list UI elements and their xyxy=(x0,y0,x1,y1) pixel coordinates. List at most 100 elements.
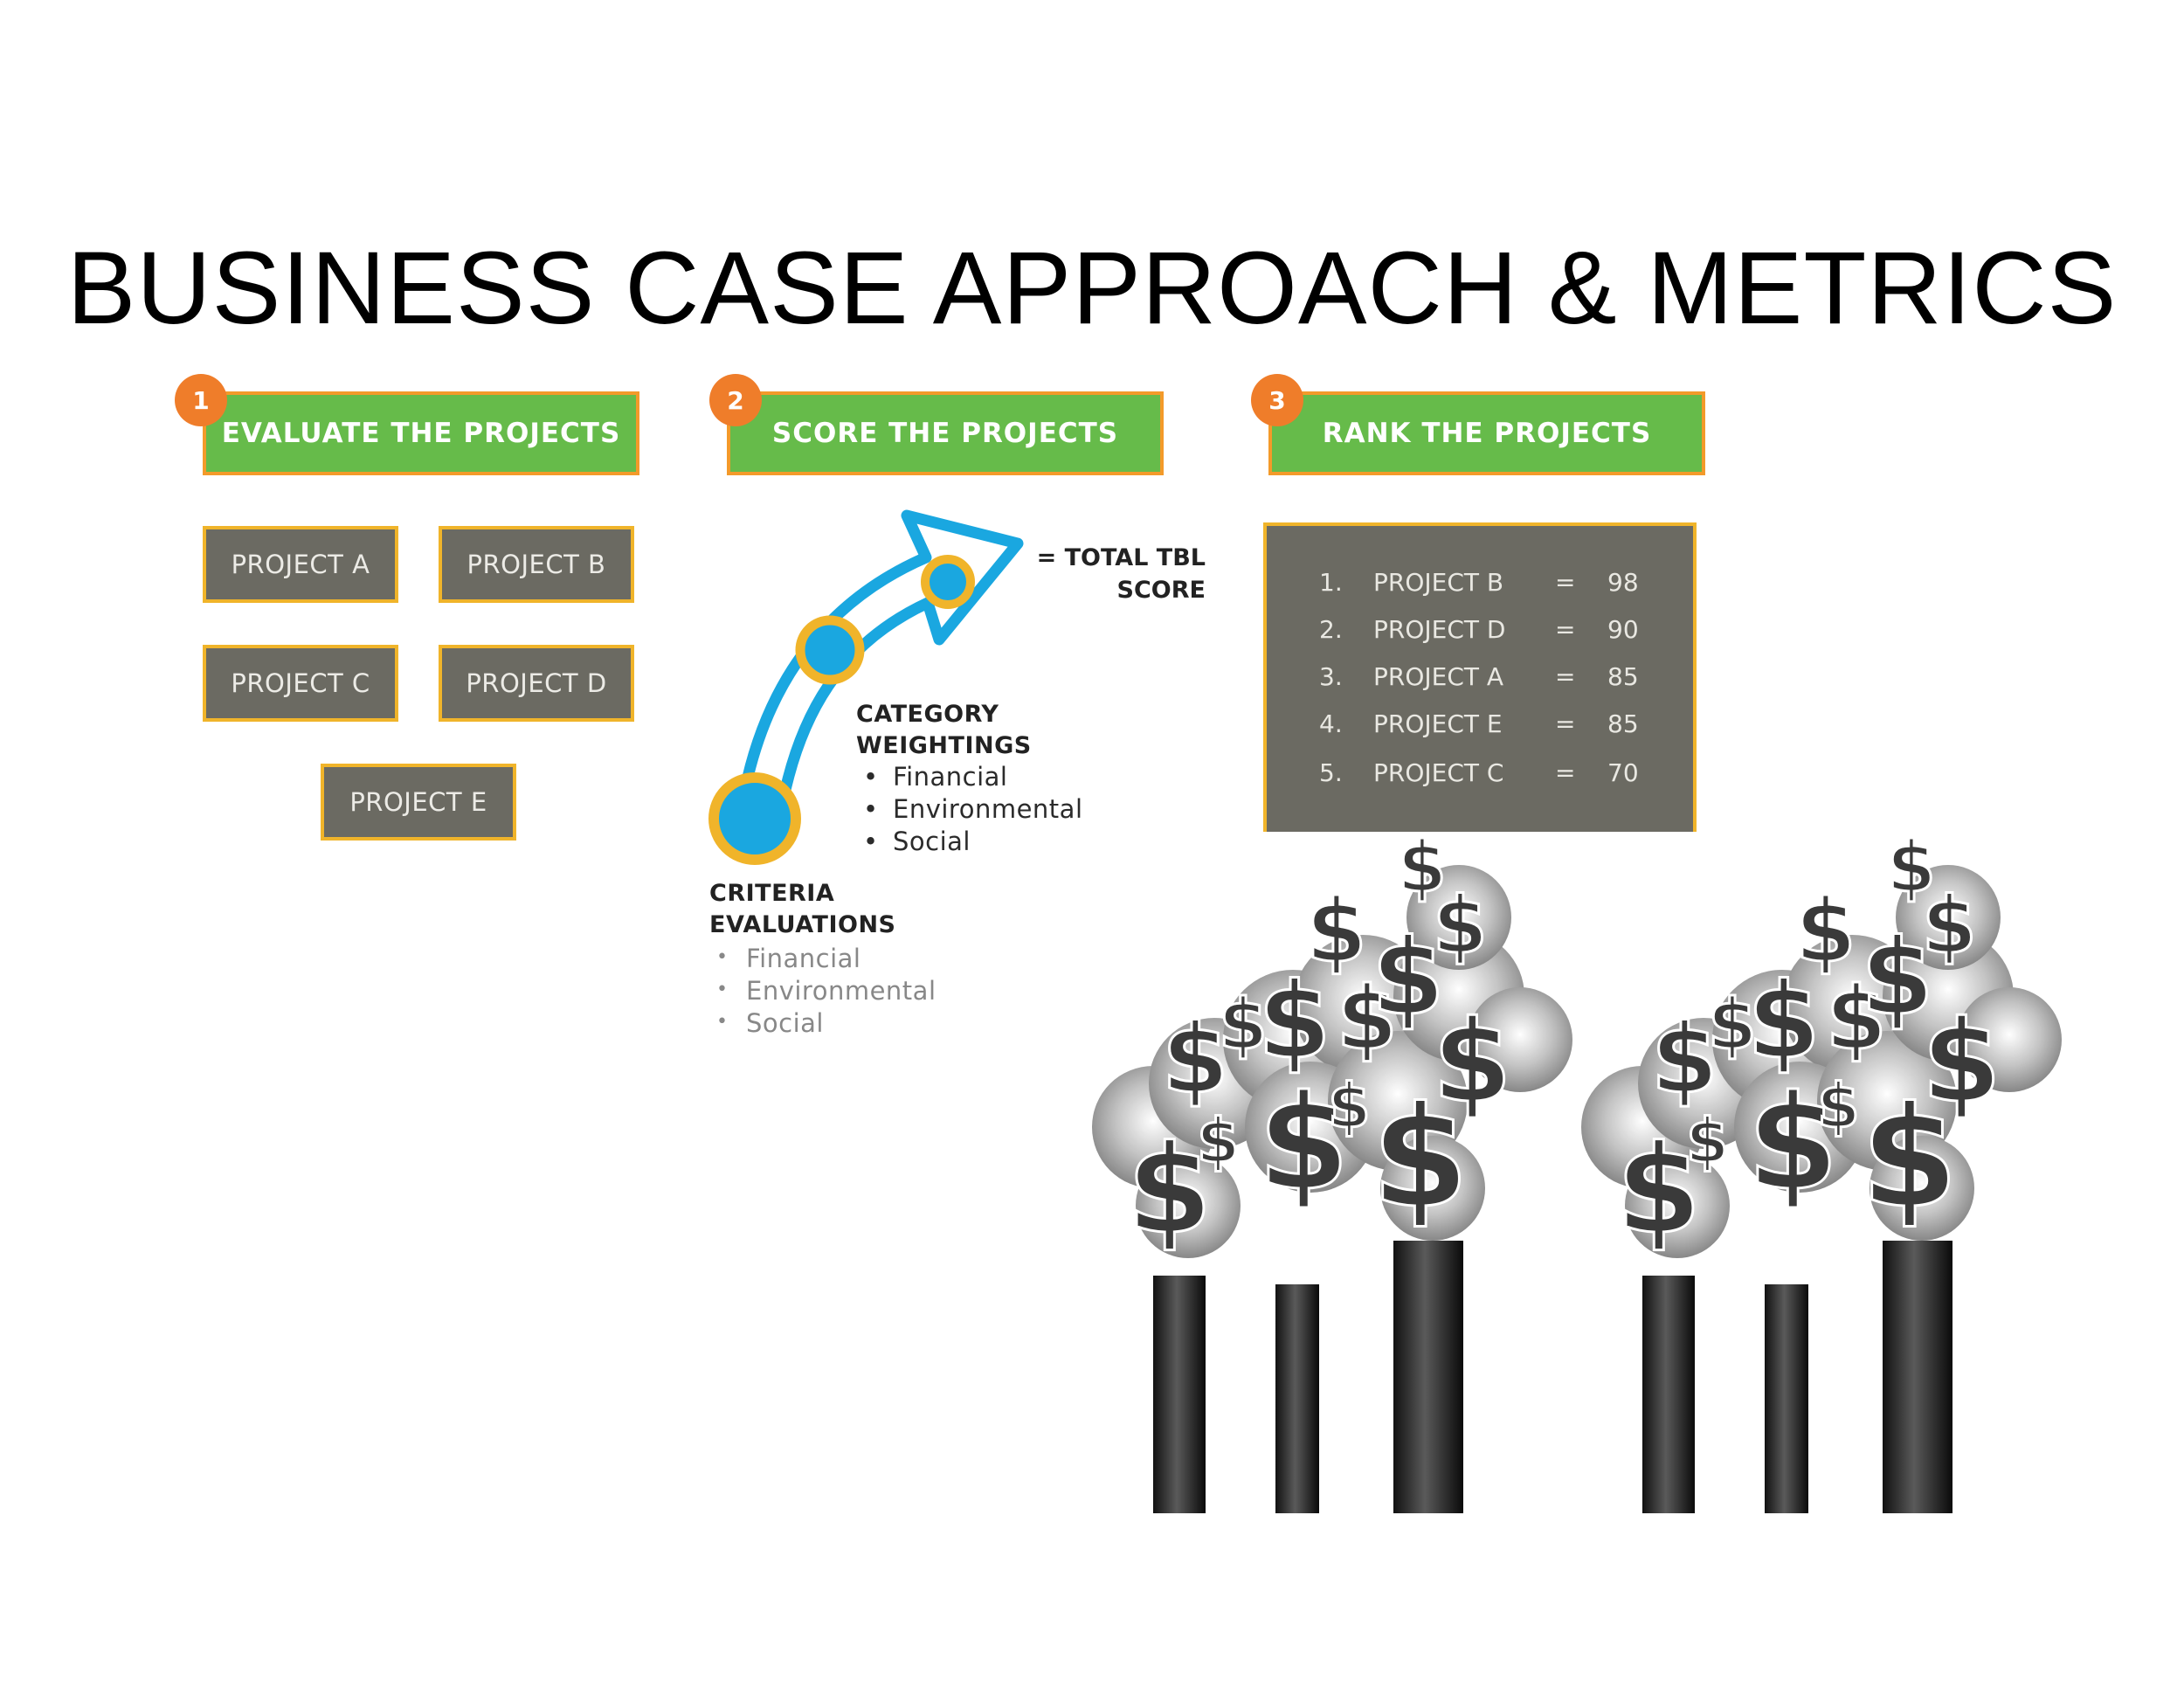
criteria-title-line2: EVALUATIONS xyxy=(709,911,896,938)
svg-text:$: $ xyxy=(1398,839,1447,908)
svg-text:$: $ xyxy=(1616,1119,1701,1262)
ranking-row: 4. PROJECT E = 85 xyxy=(1267,709,1693,755)
svg-text:$: $ xyxy=(1747,961,1821,1083)
slide-title: BUSINESS CASE APPROACH & METRICS xyxy=(66,231,2118,346)
rank-number: 5. xyxy=(1319,758,1343,787)
step-3-number: 3 xyxy=(1268,385,1286,415)
project-box-c: PROJECT C xyxy=(203,645,398,722)
rank-number: 4. xyxy=(1319,709,1343,738)
svg-text:$: $ xyxy=(1258,961,1331,1083)
svg-text:$: $ xyxy=(1861,917,1934,1039)
project-box-label: PROJECT A xyxy=(231,550,370,579)
step-score-header: SCORE THE PROJECTS xyxy=(727,391,1164,475)
svg-text:$: $ xyxy=(1197,1105,1240,1177)
list-item: Social xyxy=(856,827,1083,859)
ranking-panel: 1. PROJECT B = 98 2. PROJECT D = 90 3. P… xyxy=(1263,522,1697,832)
svg-text:$: $ xyxy=(1372,1076,1469,1239)
svg-text:$: $ xyxy=(1826,967,1887,1069)
smokestack xyxy=(1883,1241,1952,1513)
svg-text:$: $ xyxy=(1861,1076,1958,1239)
svg-text:$: $ xyxy=(1337,967,1398,1069)
svg-text:$: $ xyxy=(1817,1070,1860,1142)
project-box-a: PROJECT A xyxy=(203,526,398,603)
criteria-title-line1: CRITERIA xyxy=(709,880,835,907)
project-box-d: PROJECT D xyxy=(439,645,634,722)
rank-score: 70 xyxy=(1607,758,1639,787)
rank-score: 85 xyxy=(1607,709,1639,738)
ranking-row: 5. PROJECT C = 70 xyxy=(1267,758,1693,804)
project-box-label: PROJECT C xyxy=(231,668,370,698)
step-rank-label: RANK THE PROJECTS xyxy=(1322,418,1652,449)
rank-equals: = xyxy=(1555,615,1576,644)
step-rank-header: RANK THE PROJECTS xyxy=(1268,391,1705,475)
list-item: Financial xyxy=(856,762,1083,794)
smokestack xyxy=(1275,1284,1319,1513)
step-1-number: 1 xyxy=(192,385,210,415)
svg-text:$: $ xyxy=(1433,995,1511,1128)
dollar-signs: $$ $$ $$ $$ $$ $$ $$ xyxy=(1615,839,2002,1263)
step-3-badge: 3 xyxy=(1251,374,1303,426)
step-2-number: 2 xyxy=(727,385,744,415)
rank-equals: = xyxy=(1555,758,1576,787)
rank-project: PROJECT E xyxy=(1373,709,1503,738)
svg-text:$: $ xyxy=(1708,984,1757,1065)
step-evaluate-label: EVALUATE THE PROJECTS xyxy=(221,418,621,449)
project-box-label: PROJECT E xyxy=(349,787,487,817)
smoke-cloud xyxy=(1581,865,2062,1258)
weighting-node-icon xyxy=(795,615,865,685)
ranking-row: 2. PROJECT D = 90 xyxy=(1267,615,1693,661)
smokestack xyxy=(1153,1276,1206,1513)
svg-text:$: $ xyxy=(1922,880,1977,972)
category-weightings-title: CATEGORY WEIGHTINGS xyxy=(856,699,1032,762)
list-item: Social xyxy=(709,1008,936,1041)
rank-score: 90 xyxy=(1607,615,1639,644)
svg-text:$: $ xyxy=(1887,839,1936,908)
rank-equals: = xyxy=(1555,662,1576,691)
step-evaluate-header: EVALUATE THE PROJECTS xyxy=(203,391,639,475)
total-tbl-line2: SCORE xyxy=(1116,577,1206,604)
list-item: Environmental xyxy=(856,794,1083,827)
list-item: Environmental xyxy=(709,976,936,1008)
step-1-badge: 1 xyxy=(175,374,227,426)
svg-text:$: $ xyxy=(1686,1105,1729,1177)
smokestack xyxy=(1765,1284,1808,1513)
svg-text:$: $ xyxy=(1258,1068,1349,1220)
svg-text:$: $ xyxy=(1127,1119,1212,1262)
criteria-node-icon xyxy=(708,772,801,865)
rank-score: 85 xyxy=(1607,662,1639,691)
category-title-line2: WEIGHTINGS xyxy=(856,732,1032,759)
rank-number: 3. xyxy=(1319,662,1343,691)
smokestack-dollar-smoke-icon: $$ $$ $$ $$ $$ $$ $$ $$ $$ $$ $$ $$ $$ $… xyxy=(1092,839,2062,1513)
svg-text:$: $ xyxy=(1922,995,2001,1128)
svg-text:$: $ xyxy=(1328,1070,1371,1142)
svg-text:$: $ xyxy=(1372,917,1445,1039)
total-tbl-score-label: = TOTAL TBL SCORE xyxy=(1005,542,1206,606)
project-box-label: PROJECT D xyxy=(466,668,607,698)
criteria-evaluations-list: Financial Environmental Social xyxy=(709,944,936,1041)
svg-text:$: $ xyxy=(1747,1068,1838,1220)
smokestack xyxy=(1393,1241,1463,1513)
category-title-line1: CATEGORY xyxy=(856,701,999,728)
ranking-row: 1. PROJECT B = 98 xyxy=(1267,568,1693,613)
rank-project: PROJECT D xyxy=(1373,615,1506,644)
step-score-label: SCORE THE PROJECTS xyxy=(771,418,1119,449)
ranking-row: 3. PROJECT A = 85 xyxy=(1267,662,1693,708)
score-arrow-diagram xyxy=(708,509,1024,865)
category-weightings-list: Financial Environmental Social xyxy=(856,762,1083,859)
rank-score: 98 xyxy=(1607,568,1639,597)
rank-project: PROJECT A xyxy=(1373,662,1504,691)
rank-equals: = xyxy=(1555,568,1576,597)
rank-number: 1. xyxy=(1319,568,1343,597)
svg-text:$: $ xyxy=(1219,984,1268,1065)
project-box-b: PROJECT B xyxy=(439,526,634,603)
smoke-cloud xyxy=(1092,865,1572,1258)
right-factory-group: $$ $$ $$ $$ $$ $$ $$ xyxy=(1581,839,2062,1513)
left-factory-group: $$ $$ $$ $$ $$ $$ $$ xyxy=(1092,839,1572,1513)
rank-project: PROJECT B xyxy=(1373,568,1504,597)
rank-number: 2. xyxy=(1319,615,1343,644)
svg-text:$: $ xyxy=(1795,880,1856,982)
dollar-signs: $$ $$ $$ $$ $$ $$ $$ xyxy=(1126,839,1513,1263)
svg-text:$: $ xyxy=(1306,880,1367,982)
project-box-e: PROJECT E xyxy=(321,764,516,841)
criteria-evaluations-title: CRITERIA EVALUATIONS xyxy=(709,878,896,941)
